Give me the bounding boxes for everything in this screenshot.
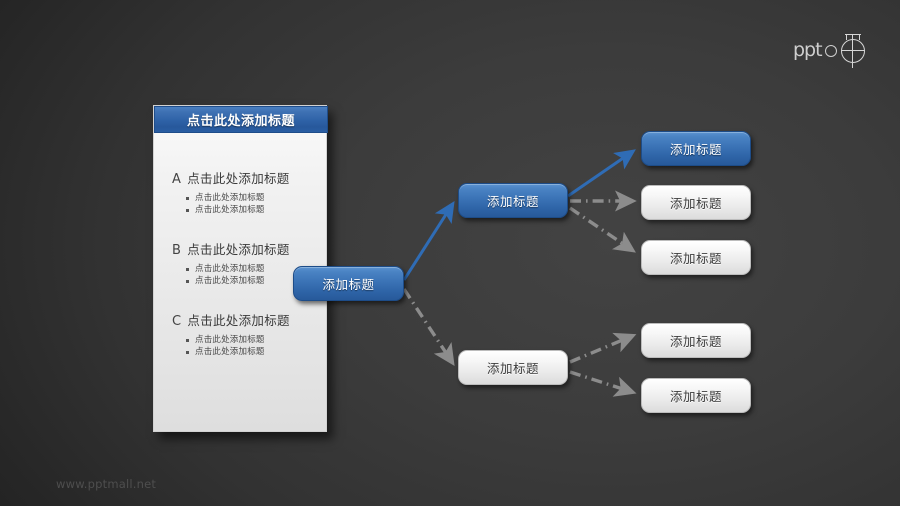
diagram-node-branch-top[interactable]: 添加标题 xyxy=(458,183,568,218)
edge-bottom-to-leaf-2 xyxy=(569,370,637,397)
list-item: 点击此处添加标题 xyxy=(186,204,322,216)
edge-bottom-to-leaf-1 xyxy=(569,332,637,364)
diagram-node-root[interactable]: 添加标题 xyxy=(293,266,404,301)
panel-section-c[interactable]: C 点击此处添加标题 点击此处添加标题 点击此处添加标题 xyxy=(172,310,322,358)
node-label: 添加标题 xyxy=(322,277,375,292)
panel-section-b[interactable]: B 点击此处添加标题 点击此处添加标题 点击此处添加标题 xyxy=(172,239,322,287)
section-bullets: 点击此处添加标题 点击此处添加标题 xyxy=(186,192,322,216)
section-letter: A xyxy=(172,172,182,187)
panel-header[interactable]: 点击此处添加标题 xyxy=(154,106,328,133)
section-title: 点击此处添加标题 xyxy=(187,171,290,186)
diagram-node-leaf-3[interactable]: 添加标题 xyxy=(641,240,751,275)
panel-title: 点击此处添加标题 xyxy=(186,114,295,129)
node-label: 添加标题 xyxy=(486,194,539,209)
list-item: 点击此处添加标题 xyxy=(186,334,322,346)
list-item: 点击此处添加标题 xyxy=(186,275,322,287)
panel-section-a[interactable]: A 点击此处添加标题 点击此处添加标题 点击此处添加标题 xyxy=(172,168,322,216)
crosshair-icon xyxy=(839,32,869,68)
section-heading: B 点击此处添加标题 xyxy=(172,239,322,258)
diagram-node-leaf-1[interactable]: 添加标题 xyxy=(641,131,751,166)
pptmall-logo: ppt xyxy=(793,30,877,68)
node-label: 添加标题 xyxy=(669,196,722,211)
section-bullets: 点击此处添加标题 点击此处添加标题 xyxy=(186,263,322,287)
list-item: 点击此处添加标题 xyxy=(186,192,322,204)
section-heading: A 点击此处添加标题 xyxy=(172,168,322,187)
node-label: 添加标题 xyxy=(486,361,539,376)
section-title: 点击此处添加标题 xyxy=(187,313,290,328)
section-title: 点击此处添加标题 xyxy=(187,242,290,257)
content-panel: 点击此处添加标题 A 点击此处添加标题 点击此处添加标题 点击此处添加标题 B … xyxy=(153,105,328,432)
section-letter: B xyxy=(172,243,182,258)
section-bullets: 点击此处添加标题 点击此处添加标题 xyxy=(186,334,322,358)
list-item: 点击此处添加标题 xyxy=(186,346,322,358)
diagram-node-leaf-4[interactable]: 添加标题 xyxy=(641,323,751,358)
edge-top-to-leaf-3 xyxy=(569,206,636,253)
node-label: 添加标题 xyxy=(669,389,722,404)
diagram-node-leaf-2[interactable]: 添加标题 xyxy=(641,185,751,220)
section-heading: C 点击此处添加标题 xyxy=(172,310,322,329)
logo-ring-icon xyxy=(824,45,837,57)
section-letter: C xyxy=(172,314,182,329)
node-label: 添加标题 xyxy=(669,142,722,157)
edge-root-to-top xyxy=(402,200,455,281)
logo-wordmark: ppt xyxy=(793,38,823,61)
diagram-node-branch-bottom[interactable]: 添加标题 xyxy=(458,350,568,385)
edge-root-to-bottom xyxy=(402,288,455,366)
diagram-node-leaf-5[interactable]: 添加标题 xyxy=(641,378,751,413)
footer-watermark: www.pptmall.net xyxy=(56,477,157,491)
edge-top-to-leaf-1 xyxy=(567,149,636,198)
node-label: 添加标题 xyxy=(669,334,722,349)
node-label: 添加标题 xyxy=(669,251,722,266)
list-item: 点击此处添加标题 xyxy=(186,263,322,275)
